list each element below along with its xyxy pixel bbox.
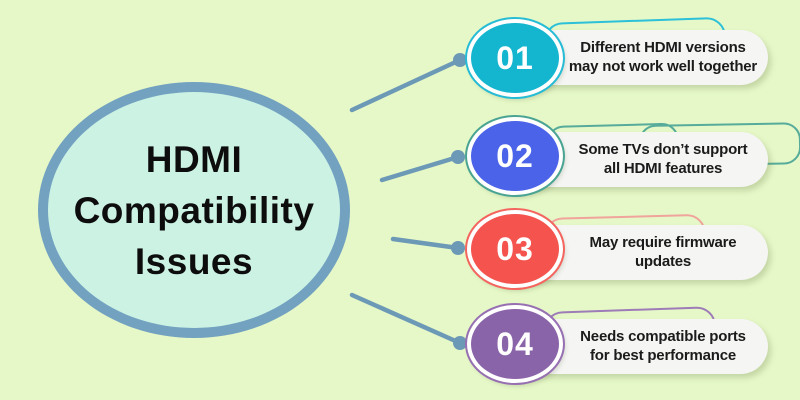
item-label-3: May require firmware updates [589,234,737,270]
connector-line-2 [379,154,461,183]
item-number-badge-3: 03 [465,208,565,290]
item-number-badge-2: 02 [465,115,565,197]
connector-dot-4 [453,336,467,350]
central-topic-ellipse: HDMI Compatibility Issues [38,82,350,338]
connector-line-1 [349,57,463,113]
item-label-2: Some TVs don’t support all HDMI features [578,141,748,177]
item-label-1: Different HDMI versions may not work wel… [568,39,758,75]
item-number-badge-1: 01 [465,17,565,99]
item-number-3: 03 [496,230,534,267]
connector-dot-3 [451,241,465,255]
item-number-2: 02 [496,137,534,174]
connector-line-3 [390,236,461,251]
item-label-4: Needs compatible ports for best performa… [580,328,746,364]
item-number-4: 04 [496,325,534,362]
connector-line-4 [349,292,463,346]
connector-dot-2 [451,150,465,164]
item-number-badge-4: 04 [465,303,565,385]
connector-dot-1 [453,53,467,67]
item-number-1: 01 [496,39,534,76]
central-topic-title: HDMI Compatibility Issues [73,138,315,282]
